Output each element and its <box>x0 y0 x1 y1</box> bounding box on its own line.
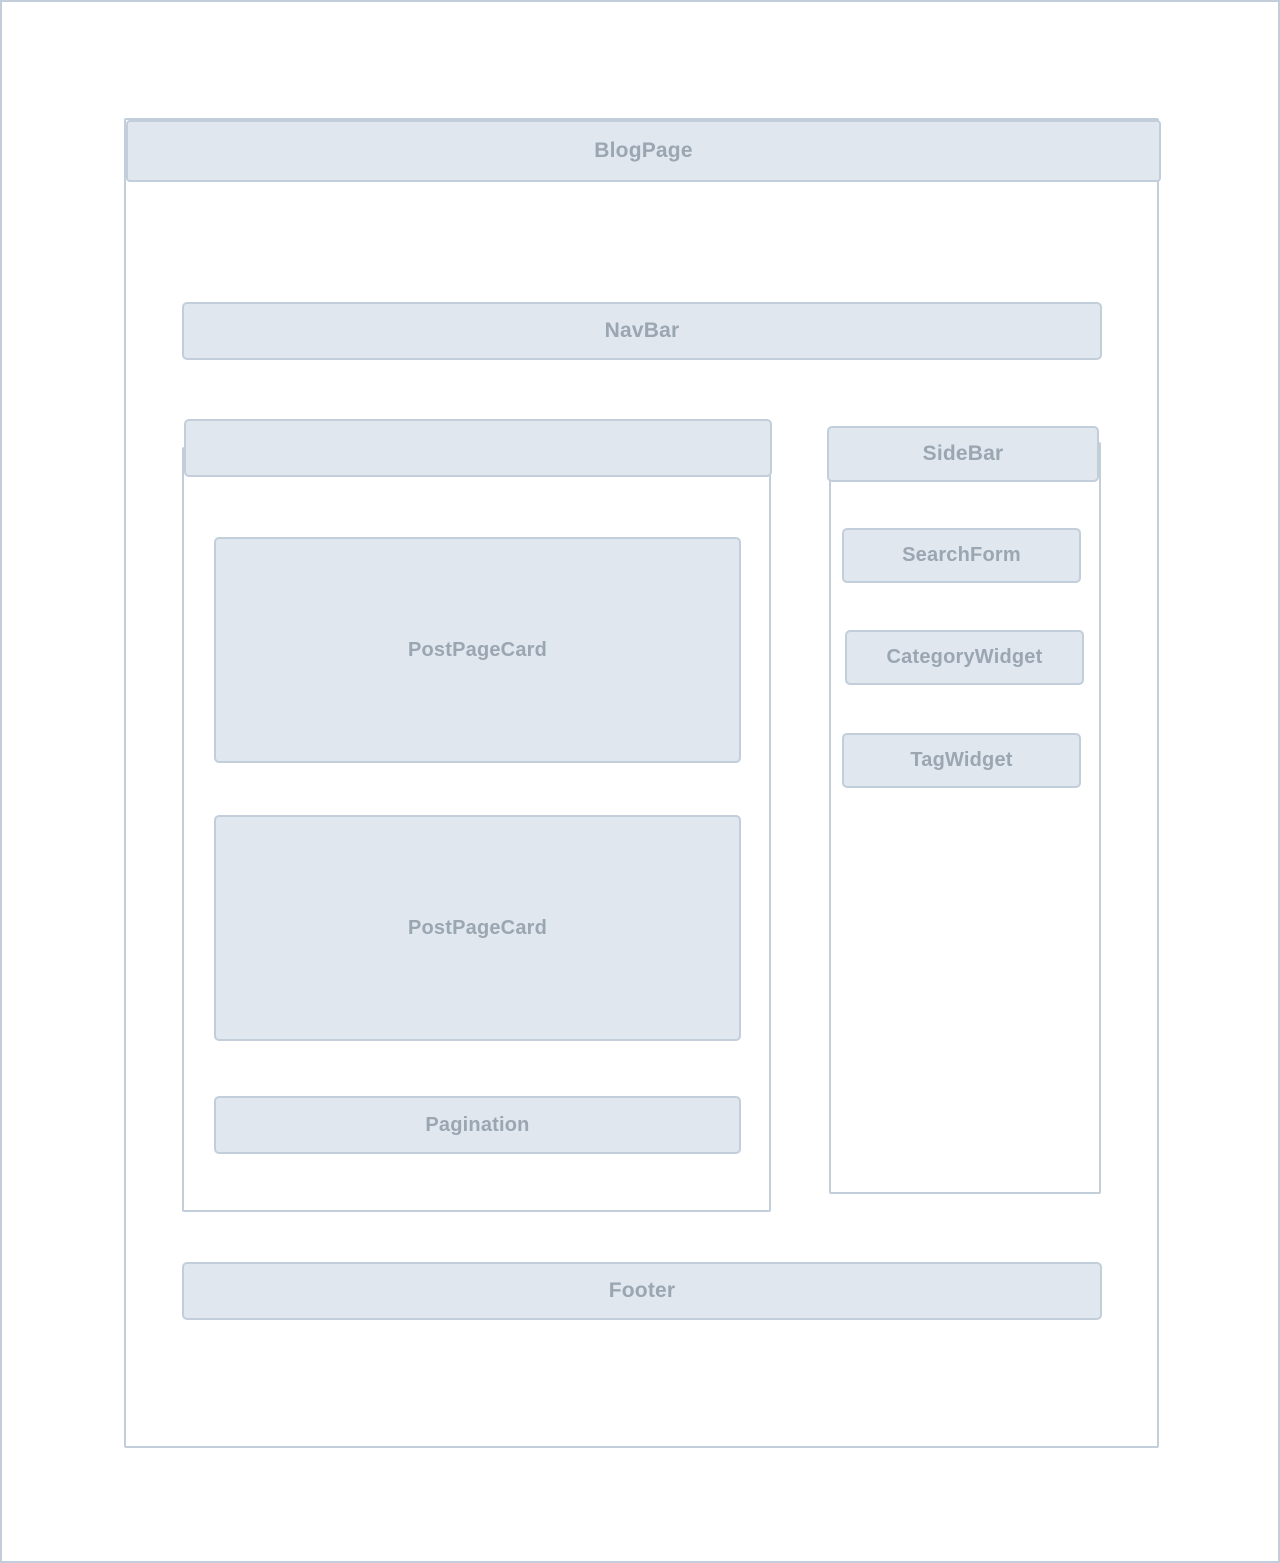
navbar-box[interactable]: NavBar <box>182 302 1102 360</box>
content-header[interactable] <box>184 419 772 477</box>
postpagecard-label-1: PostPageCard <box>407 638 548 661</box>
footer-label: Footer <box>608 1279 676 1302</box>
tagwidget-label: TagWidget <box>910 749 1013 771</box>
blogpage-header[interactable]: BlogPage <box>126 120 1161 182</box>
searchform-label: SearchForm <box>902 544 1021 566</box>
categorywidget-box[interactable]: CategoryWidget <box>845 630 1084 685</box>
searchform-box[interactable]: SearchForm <box>842 528 1081 583</box>
pagination-label: Pagination <box>425 1113 530 1136</box>
tagwidget-box[interactable]: TagWidget <box>842 733 1081 788</box>
postpagecard-label-2: PostPageCard <box>407 916 548 939</box>
navbar-label: NavBar <box>604 319 680 342</box>
blogpage-header-label: BlogPage <box>594 139 693 162</box>
pagination-box[interactable]: Pagination <box>214 1096 741 1154</box>
categorywidget-label: CategoryWidget <box>886 646 1043 668</box>
postpagecard-box-1[interactable]: PostPageCard <box>214 537 741 763</box>
footer-box[interactable]: Footer <box>182 1262 1102 1320</box>
sidebar-header[interactable]: SideBar <box>827 426 1099 482</box>
sidebar-header-label: SideBar <box>922 442 1004 465</box>
postpagecard-box-2[interactable]: PostPageCard <box>214 815 741 1041</box>
